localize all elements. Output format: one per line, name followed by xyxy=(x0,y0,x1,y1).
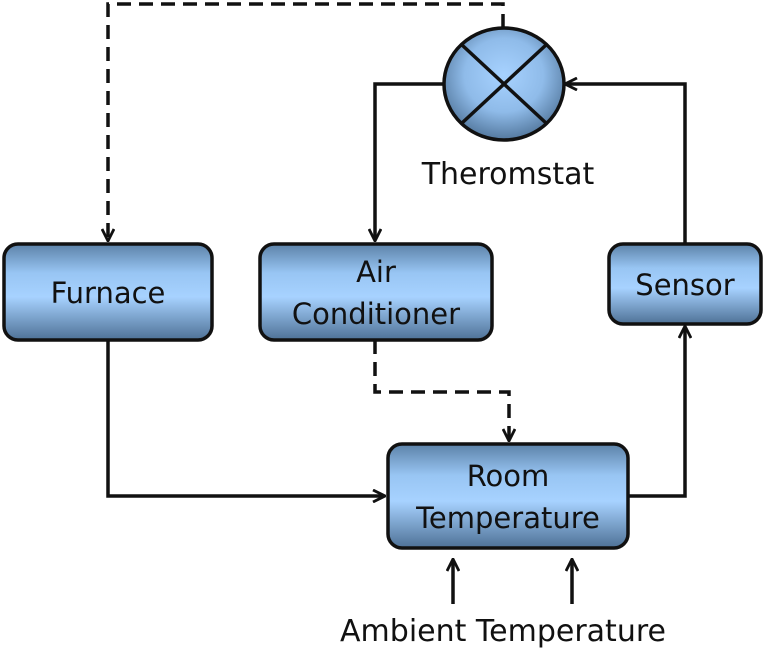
thermostat-to-air-conditioner-connector xyxy=(375,82,445,240)
junction-cross-line-b xyxy=(460,43,548,125)
room-temperature-box xyxy=(386,442,630,550)
room-temperature-to-sensor-connector xyxy=(628,327,685,498)
room-temperature-node: Room Temperature xyxy=(386,442,630,550)
furnace-box xyxy=(2,242,214,342)
sensor-label: Sensor xyxy=(635,268,734,302)
thermostat-label: Theromstat xyxy=(421,157,595,192)
ambient-temperature-label: Ambient Temperature xyxy=(340,614,666,649)
air-conditioner-box xyxy=(258,242,494,342)
air-conditioner-label-line2: Conditioner xyxy=(292,297,460,331)
furnace-label: Furnace xyxy=(51,276,166,310)
sensor-to-thermostat-connector xyxy=(566,84,687,244)
thermostat-node xyxy=(442,26,566,142)
room-temperature-label-line2: Temperature xyxy=(415,501,600,535)
room-temperature-label-line1: Room xyxy=(467,459,550,493)
sensor-node: Sensor xyxy=(607,242,763,326)
air-conditioner-label-line1: Air xyxy=(356,255,396,289)
air-conditioner-node: Air Conditioner xyxy=(258,242,494,342)
furnace-to-room-temperature-connector xyxy=(106,339,384,496)
sensor-box xyxy=(607,242,763,326)
thermostat-to-furnace-dashed-connector xyxy=(108,2,505,240)
furnace-node: Furnace xyxy=(2,242,214,342)
air-conditioner-to-room-temperature-dashed-connector xyxy=(373,340,509,440)
